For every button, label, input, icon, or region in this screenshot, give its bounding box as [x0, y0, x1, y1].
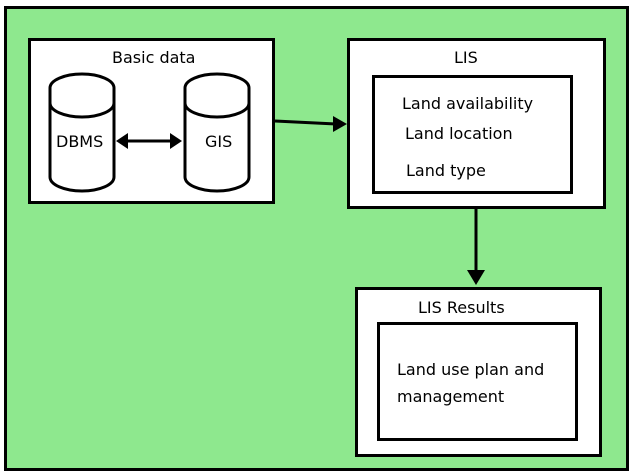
lis-item-land-type: Land type [406, 161, 486, 180]
lis-to-results-arrow [467, 209, 485, 285]
lis-item-land-availability: Land availability [402, 94, 534, 113]
dbms-gis-double-arrow [116, 133, 182, 149]
dbms-label: DBMS [56, 132, 104, 151]
lis-title: LIS [454, 48, 478, 67]
lis-results-text-line2: management [397, 387, 505, 406]
basic-data-title: Basic data [112, 48, 196, 67]
dbms-cylinder-icon [48, 72, 116, 193]
lis-item-land-location: Land location [405, 124, 513, 143]
lis-results-text-line1: Land use plan and [397, 360, 545, 379]
gis-cylinder-icon [183, 72, 251, 193]
lis-results-title: LIS Results [418, 298, 505, 317]
lis-results-inner-box [377, 322, 578, 441]
basic-to-lis-arrow [274, 116, 347, 132]
gis-label: GIS [205, 132, 233, 151]
lis-inner-box [372, 75, 573, 194]
